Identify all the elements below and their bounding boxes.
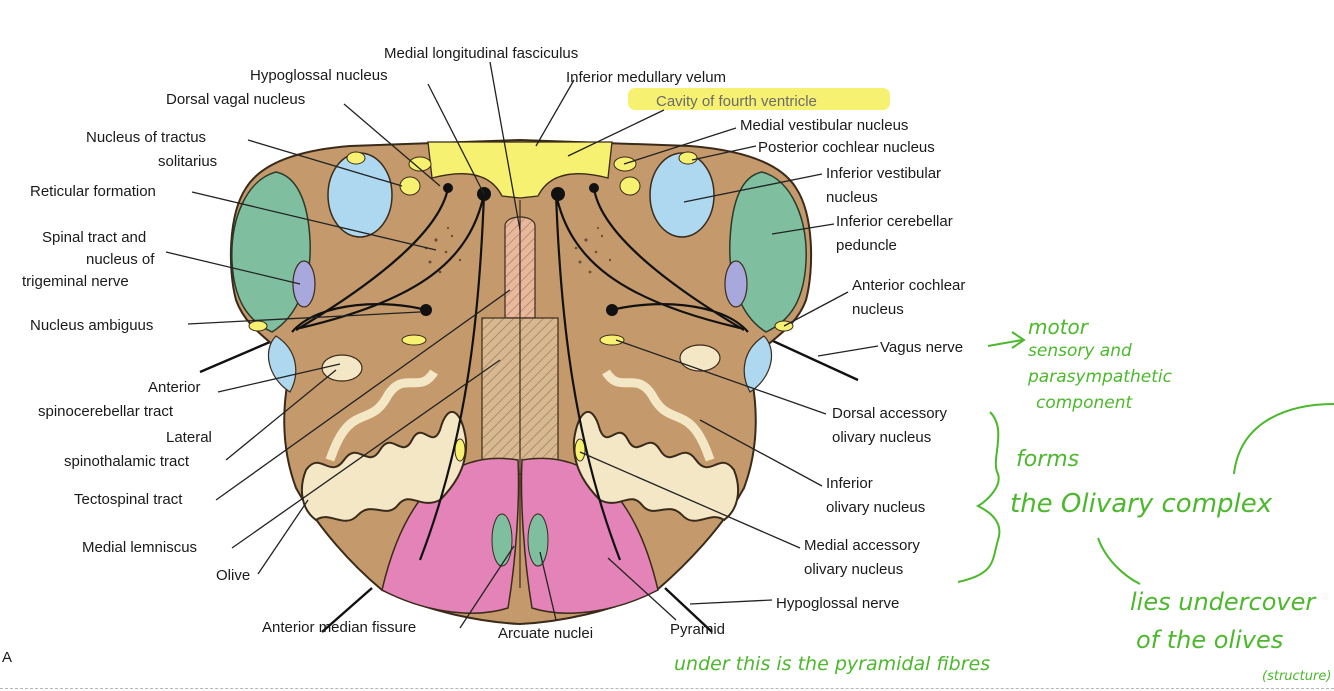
label-hypoglossal-nerve: Hypoglossal nerve	[776, 595, 899, 612]
hw-curve-top-right	[1234, 404, 1334, 474]
label-reticular-formation: Reticular formation	[30, 183, 156, 200]
hw-arrow-vagus	[988, 332, 1024, 348]
lateral-spot-left	[249, 321, 267, 331]
label-medial-accessory-line2: olivary nucleus	[804, 561, 903, 578]
small-nucleus-left	[347, 152, 365, 164]
label-spinal-tract-line3: trigeminal nerve	[22, 273, 129, 290]
label-spinal-tract-line2: nucleus of	[86, 251, 155, 268]
nucleus-tractus-solitarius-right	[620, 177, 640, 195]
hw-vagus-line4: component	[1036, 393, 1134, 413]
label-inferior-cerebellar-line1: Inferior cerebellar	[836, 213, 953, 230]
label-inferior-olivary-line2: olivary nucleus	[826, 499, 925, 516]
label-inferior-medullary-velum: Inferior medullary velum	[566, 69, 726, 86]
label-spinal-tract-line1: Spinal tract and	[42, 229, 146, 246]
label-pyramid: Pyramid	[670, 621, 725, 638]
anterior-spinocerebellar-right	[680, 345, 720, 371]
hw-vagus-line1: motor	[1028, 315, 1090, 339]
label-posterior-cochlear-nucleus: Posterior cochlear nucleus	[758, 139, 935, 156]
label-olive: Olive	[216, 567, 250, 584]
label-cavity-of-fourth-ventricle: Cavity of fourth ventricle	[656, 93, 817, 110]
hw-lies-line1: lies undercover	[1130, 588, 1317, 616]
small-nucleus-right	[679, 152, 697, 164]
label-anterior-spinocerebellar-line1: Anterior	[148, 379, 201, 396]
label-anterior-median-fissure: Anterior median fissure	[262, 619, 416, 636]
hw-lies-line2: of the olives	[1136, 626, 1283, 654]
label-tractus-solitarius-line1: Nucleus of tractus	[86, 129, 206, 146]
hw-vagus-line2: sensory and	[1028, 341, 1132, 361]
label-inferior-vestibular-line1: Inferior vestibular	[826, 165, 941, 182]
label-medial-vestibular-nucleus: Medial vestibular nucleus	[740, 117, 908, 134]
label-vagus-nerve: Vagus nerve	[880, 339, 963, 356]
figure-letter: A	[2, 649, 12, 666]
hw-stroke-olivary	[1098, 538, 1140, 584]
label-dorsal-vagal-nucleus: Dorsal vagal nucleus	[166, 91, 305, 108]
label-lateral-spinothalamic-line2: spinothalamic tract	[64, 453, 190, 470]
hw-lies-line3: (structure)	[1262, 669, 1331, 684]
label-hypoglossal-nucleus: Hypoglossal nucleus	[250, 67, 388, 84]
label-medial-lemniscus: Medial lemniscus	[82, 539, 197, 556]
spinal-trigeminal-left	[293, 261, 315, 307]
handwritten-annotations: motor sensory and parasympathetic compon…	[674, 315, 1334, 684]
label-lateral-spinothalamic-line1: Lateral	[166, 429, 212, 446]
bottom-dashed-border	[0, 688, 1334, 689]
label-inferior-cerebellar-line2: peduncle	[836, 237, 897, 254]
label-anterior-spinocerebellar-line2: spinocerebellar tract	[38, 403, 174, 420]
label-inferior-olivary-line1: Inferior	[826, 475, 873, 492]
dorsal-accessory-right	[600, 335, 624, 345]
inferior-vestibular-oval-right	[650, 153, 714, 237]
label-anterior-cochlear-line1: Anterior cochlear	[852, 277, 965, 294]
label-nucleus-ambiguus: Nucleus ambiguus	[30, 317, 153, 334]
hw-vagus-line3: parasympathetic	[1027, 367, 1173, 387]
label-tectospinal-tract: Tectospinal tract	[74, 491, 183, 508]
label-dorsal-accessory-line2: olivary nucleus	[832, 429, 931, 446]
vestibular-oval-left	[328, 153, 392, 237]
label-dorsal-accessory-line1: Dorsal accessory	[832, 405, 948, 422]
nucleus-tractus-solitarius-left	[400, 177, 420, 195]
arcuate-nucleus-right	[528, 514, 548, 566]
label-inferior-vestibular-line2: nucleus	[826, 189, 878, 206]
arcuate-nucleus-left	[492, 514, 512, 566]
hw-brace	[958, 412, 999, 582]
label-tractus-solitarius-line2: solitarius	[158, 153, 217, 170]
dorsal-accessory-left	[402, 335, 426, 345]
label-anterior-cochlear-line2: nucleus	[852, 301, 904, 318]
hw-pyramid-note: under this is the pyramidal fibres	[674, 653, 990, 675]
spinal-trigeminal-right	[725, 261, 747, 307]
label-medial-longitudinal-fasciculus: Medial longitudinal fasciculus	[384, 45, 578, 62]
label-arcuate-nuclei: Arcuate nuclei	[498, 625, 593, 642]
hw-olivary-complex: the Olivary complex	[1010, 489, 1273, 519]
label-medial-accessory-line1: Medial accessory	[804, 537, 920, 554]
hw-forms: forms	[1016, 447, 1079, 472]
